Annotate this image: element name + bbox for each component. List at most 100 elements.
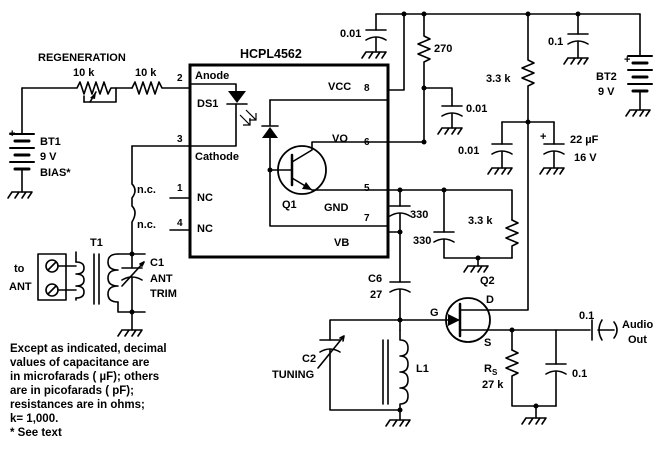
c6-label-2: 27: [370, 289, 382, 301]
capacitor-vcc-001: [423, 87, 463, 135]
t1-label: T1: [90, 237, 103, 249]
c330-bottom-label: 330: [413, 235, 431, 247]
pin-5-label: GND: [324, 202, 349, 214]
reg-resistor-value: 10 k: [135, 67, 157, 79]
capacitor-22uf: +: [539, 121, 565, 175]
l1-label: L1: [416, 363, 429, 375]
wire-tank-top: [329, 319, 401, 341]
audio-out-label-2: Out: [628, 334, 647, 346]
pin-8-label: VCC: [328, 81, 351, 93]
pin-2-label: Anode: [195, 70, 229, 82]
battery-bt1: +: [7, 128, 35, 199]
resistor-33k-gnd: [463, 219, 519, 273]
pin-1-label: NC: [197, 192, 213, 204]
r33k-top-label: 3.3 k: [486, 73, 511, 85]
regeneration-label: REGENERATION: [38, 52, 126, 64]
to-ant-label-2: ANT: [9, 281, 32, 293]
battery-bt2: +: [624, 13, 653, 117]
wire-vcc-pin8: [387, 13, 405, 91]
note-line-4: are in picofarads ( pF);: [10, 385, 134, 397]
c22-label-1: 22 µF: [570, 134, 599, 146]
audio-out-label-1: Audio: [622, 319, 653, 331]
c1-label-2: ANT: [150, 273, 173, 285]
q2-label: Q2: [480, 275, 495, 287]
bt1-name: BT1: [40, 136, 61, 148]
resistor-rs: [505, 349, 557, 425]
svg-text:+: +: [540, 131, 546, 143]
c2-label-1: C2: [302, 353, 316, 365]
ds1-label: DS1: [197, 98, 218, 110]
regeneration-potentiometer: [21, 81, 133, 103]
capacitor-bt2-01: [563, 13, 589, 65]
ic-name: HCPL4562: [240, 47, 302, 61]
resistor-33k-drain: [521, 13, 535, 125]
ic-body: [188, 63, 390, 259]
wire-cathode-to-c1: [131, 145, 136, 255]
pin-8-number: 8: [364, 83, 370, 94]
pin-1-number: 1: [177, 183, 183, 194]
pin-5-number: 5: [364, 183, 370, 194]
note-line-1: Except as indicated, decimal: [10, 343, 167, 355]
regeneration-resistor: [131, 81, 191, 95]
rs-label: RS: [484, 363, 498, 377]
pin-3-label: Cathode: [195, 151, 239, 163]
svg-text:+: +: [624, 54, 630, 66]
note-line-7: * See text: [10, 427, 62, 439]
antenna-terminal-block: [37, 253, 77, 301]
bt2-name: BT2: [596, 71, 617, 83]
nc-pin1-label: n.c.: [137, 184, 156, 196]
inductor-l1: [382, 329, 411, 427]
audio-out-jack: [613, 321, 618, 339]
pin-7-number: 7: [364, 213, 370, 224]
capacitor-top-001: [361, 11, 641, 59]
note-line-3: in microfarads ( µF); others: [10, 371, 159, 383]
capacitor-330-bottom: [433, 189, 513, 259]
wire-drain: [489, 121, 529, 311]
pin-4-number: 4: [177, 218, 183, 229]
note-line-2: values of capacitance are: [10, 357, 149, 369]
resistor-270: [387, 13, 431, 145]
r270-label: 270: [434, 43, 452, 55]
c6-label-1: C6: [368, 273, 382, 285]
r33k-gnd-label: 3.3 k: [468, 215, 493, 227]
c-bt2-label: 0.1: [548, 36, 563, 48]
capacitor-c2: [317, 335, 401, 411]
pin-7-label: VB: [334, 237, 349, 249]
c-mid-label: 0.01: [458, 145, 479, 157]
q2-drain-label: D: [486, 294, 494, 306]
capacitor-output-01: [555, 319, 615, 341]
capacitor-c6: [389, 281, 411, 323]
c-src-label: 0.1: [572, 368, 587, 380]
pin-2-number: 2: [177, 73, 183, 84]
q2-gate-label: G: [430, 307, 439, 319]
c-vcc-label: 0.01: [466, 103, 487, 115]
q2-source-label: S: [484, 337, 491, 349]
bt1-bias: BIAS*: [40, 167, 71, 179]
reg-pot-value: 10 k: [73, 67, 95, 79]
wire-vb-pin7: [387, 231, 401, 283]
q1-label: Q1: [282, 199, 297, 211]
capacitor-mid-001: [487, 121, 513, 175]
c-out-label: 0.1: [579, 310, 594, 322]
transistor-q2: [399, 297, 557, 365]
bt1-voltage: 9 V: [40, 151, 57, 163]
transformer-t1: [75, 251, 146, 313]
pin-4-label: NC: [197, 223, 213, 235]
wire-gnd-pin5: [387, 189, 513, 221]
c1-label-3: TRIM: [150, 288, 177, 300]
c1-label-1: C1: [150, 257, 164, 269]
bt2-voltage: 9 V: [598, 86, 615, 98]
c2-label-2: TUNING: [272, 369, 314, 381]
pin-3-number: 3: [177, 134, 183, 145]
led-ds1: [189, 83, 257, 147]
c330-top-label: 330: [410, 209, 428, 221]
pin-6-label: VO: [332, 133, 348, 145]
to-ant-label-1: to: [14, 263, 25, 275]
transistor-q1: [267, 141, 389, 195]
capacitor-c1: [117, 251, 145, 337]
svg-text:+: +: [9, 128, 15, 140]
photodiode: [261, 99, 389, 227]
c-top-label: 0.01: [340, 28, 361, 40]
rs-value-label: 27 k: [482, 379, 504, 391]
